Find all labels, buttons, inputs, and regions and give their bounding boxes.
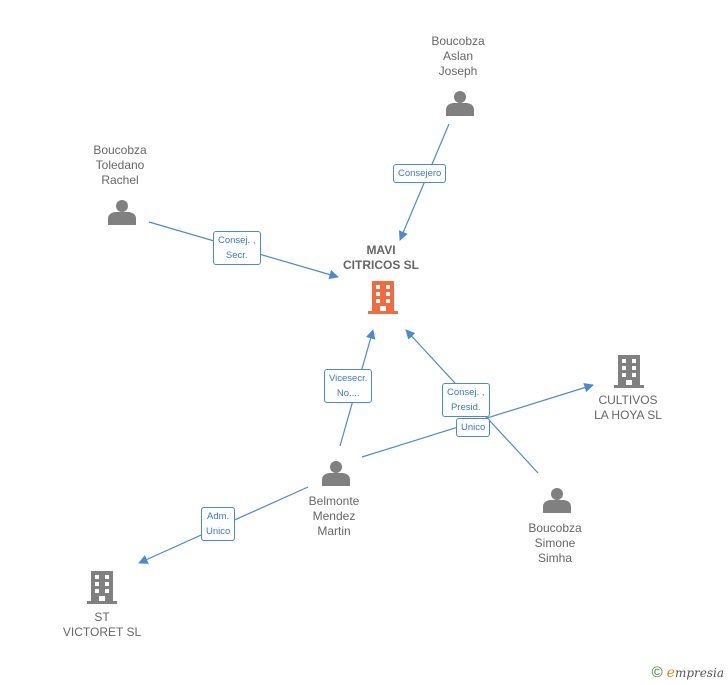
- copyright-icon: ©: [651, 664, 663, 681]
- node-label-line: MAVI: [366, 243, 396, 257]
- edge-label-line: Consej. ,: [447, 387, 485, 398]
- node-label-line: Joseph: [438, 64, 478, 78]
- node-label-line: VICTORET SL: [62, 625, 142, 639]
- node-label-line: Toledano: [95, 158, 145, 172]
- node-label-rachel[interactable]: Boucobza Toledano Rachel: [64, 143, 176, 188]
- brand-logo[interactable]: ©empresia: [652, 664, 724, 681]
- node-label-line: Boucobza: [528, 521, 582, 535]
- edge-label-line: Unico: [206, 526, 231, 537]
- node-label-aslan[interactable]: Boucobza Aslan Joseph: [403, 34, 513, 79]
- node-label-simone[interactable]: Boucobza Simone Simha: [500, 521, 610, 566]
- node-label-line: Simha: [537, 551, 572, 565]
- edge-label-consej-secr: Consej. , Secr.: [213, 231, 261, 265]
- node-label-line: Martin: [317, 524, 351, 538]
- brand-initial: e: [666, 665, 675, 681]
- node-label-mavi-citricos[interactable]: MAVI CITRICOS SL: [320, 243, 442, 273]
- node-label-line: Rachel: [101, 173, 139, 187]
- node-label-line: ST: [94, 610, 110, 624]
- node-label-line: LA HOYA SL: [594, 408, 662, 422]
- building-icon[interactable]: [368, 281, 398, 314]
- node-label-belmonte[interactable]: Belmonte Mendez Martin: [279, 494, 389, 539]
- node-label-line: CULTIVOS: [598, 393, 658, 407]
- node-label-line: Belmonte: [308, 494, 360, 508]
- edge-label-line: Consej. ,: [218, 235, 256, 246]
- edge-label-line: Unico: [461, 422, 486, 433]
- edge-label-line: Vicesecr.: [329, 373, 368, 384]
- edge-label-line: Adm.: [207, 511, 230, 522]
- node-label-victoret[interactable]: ST VICTORET SL: [50, 610, 154, 640]
- person-icon[interactable]: [322, 461, 350, 486]
- building-icon[interactable]: [87, 571, 117, 604]
- edge-label-consejero: Consejero: [393, 164, 447, 183]
- person-icon[interactable]: [446, 91, 474, 116]
- node-label-line: CITRICOS SL: [342, 258, 419, 272]
- edge-label-line: Consejero: [398, 168, 442, 179]
- node-label-line: Simone: [534, 536, 576, 550]
- person-icon[interactable]: [108, 200, 136, 225]
- node-label-cultivos[interactable]: CULTIVOS LA HOYA SL: [580, 393, 676, 423]
- edge-label-adm-unico: Adm. Unico: [201, 507, 236, 541]
- brand-name: mpresia: [674, 666, 724, 680]
- edge-label-line: Secr.: [225, 250, 248, 261]
- person-icon[interactable]: [543, 488, 571, 513]
- edge-label-line: Presid.: [450, 402, 481, 413]
- node-label-line: Boucobza: [431, 34, 485, 48]
- node-label-line: Aslan: [442, 49, 474, 63]
- edge-label-consej-presid: Consej. , Presid.: [442, 383, 490, 417]
- edge-label-unico: Unico: [456, 418, 491, 437]
- building-icon[interactable]: [614, 355, 644, 388]
- node-label-line: Mendez: [312, 509, 356, 523]
- node-label-line: Boucobza: [93, 143, 147, 157]
- edge-label-vicesecr: Vicesecr. No....: [324, 369, 373, 403]
- edge-label-line: No....: [336, 388, 360, 399]
